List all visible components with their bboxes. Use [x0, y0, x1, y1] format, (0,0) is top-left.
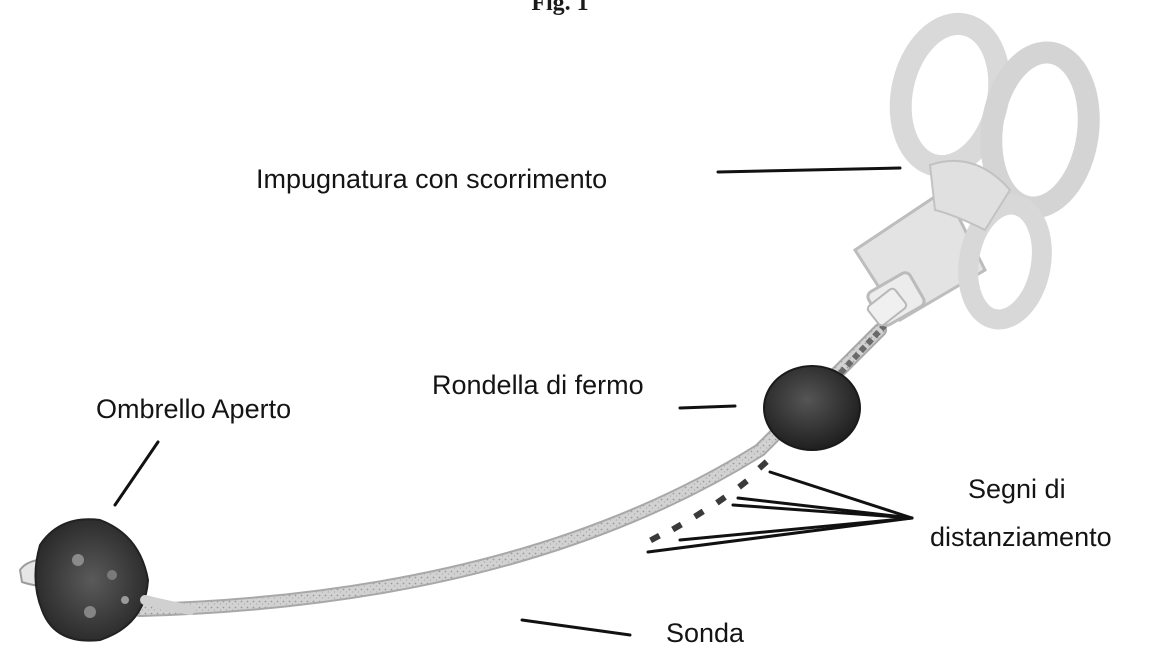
leader-washer [678, 404, 737, 410]
label-probe: Sonda [666, 618, 745, 648]
probe-shaft [133, 322, 888, 617]
label-markings-line1: Segni di [968, 474, 1066, 504]
leader-markings [646, 470, 914, 554]
label-handle: Impugnatura con scorrimento [256, 164, 607, 194]
leader-umbrella [113, 440, 160, 507]
label-markings-line2: distanziamento [930, 522, 1112, 552]
leader-handle [716, 166, 902, 174]
figure-title: Fig. 1 [531, 0, 588, 16]
spacing-marks [649, 459, 769, 543]
label-umbrella: Ombrello Aperto [96, 394, 291, 424]
open-umbrella [18, 518, 195, 642]
label-washer: Rondella di fermo [432, 370, 644, 400]
slider-handle [852, 12, 1100, 330]
retention-washer [763, 365, 861, 451]
leader-probe [520, 618, 632, 637]
